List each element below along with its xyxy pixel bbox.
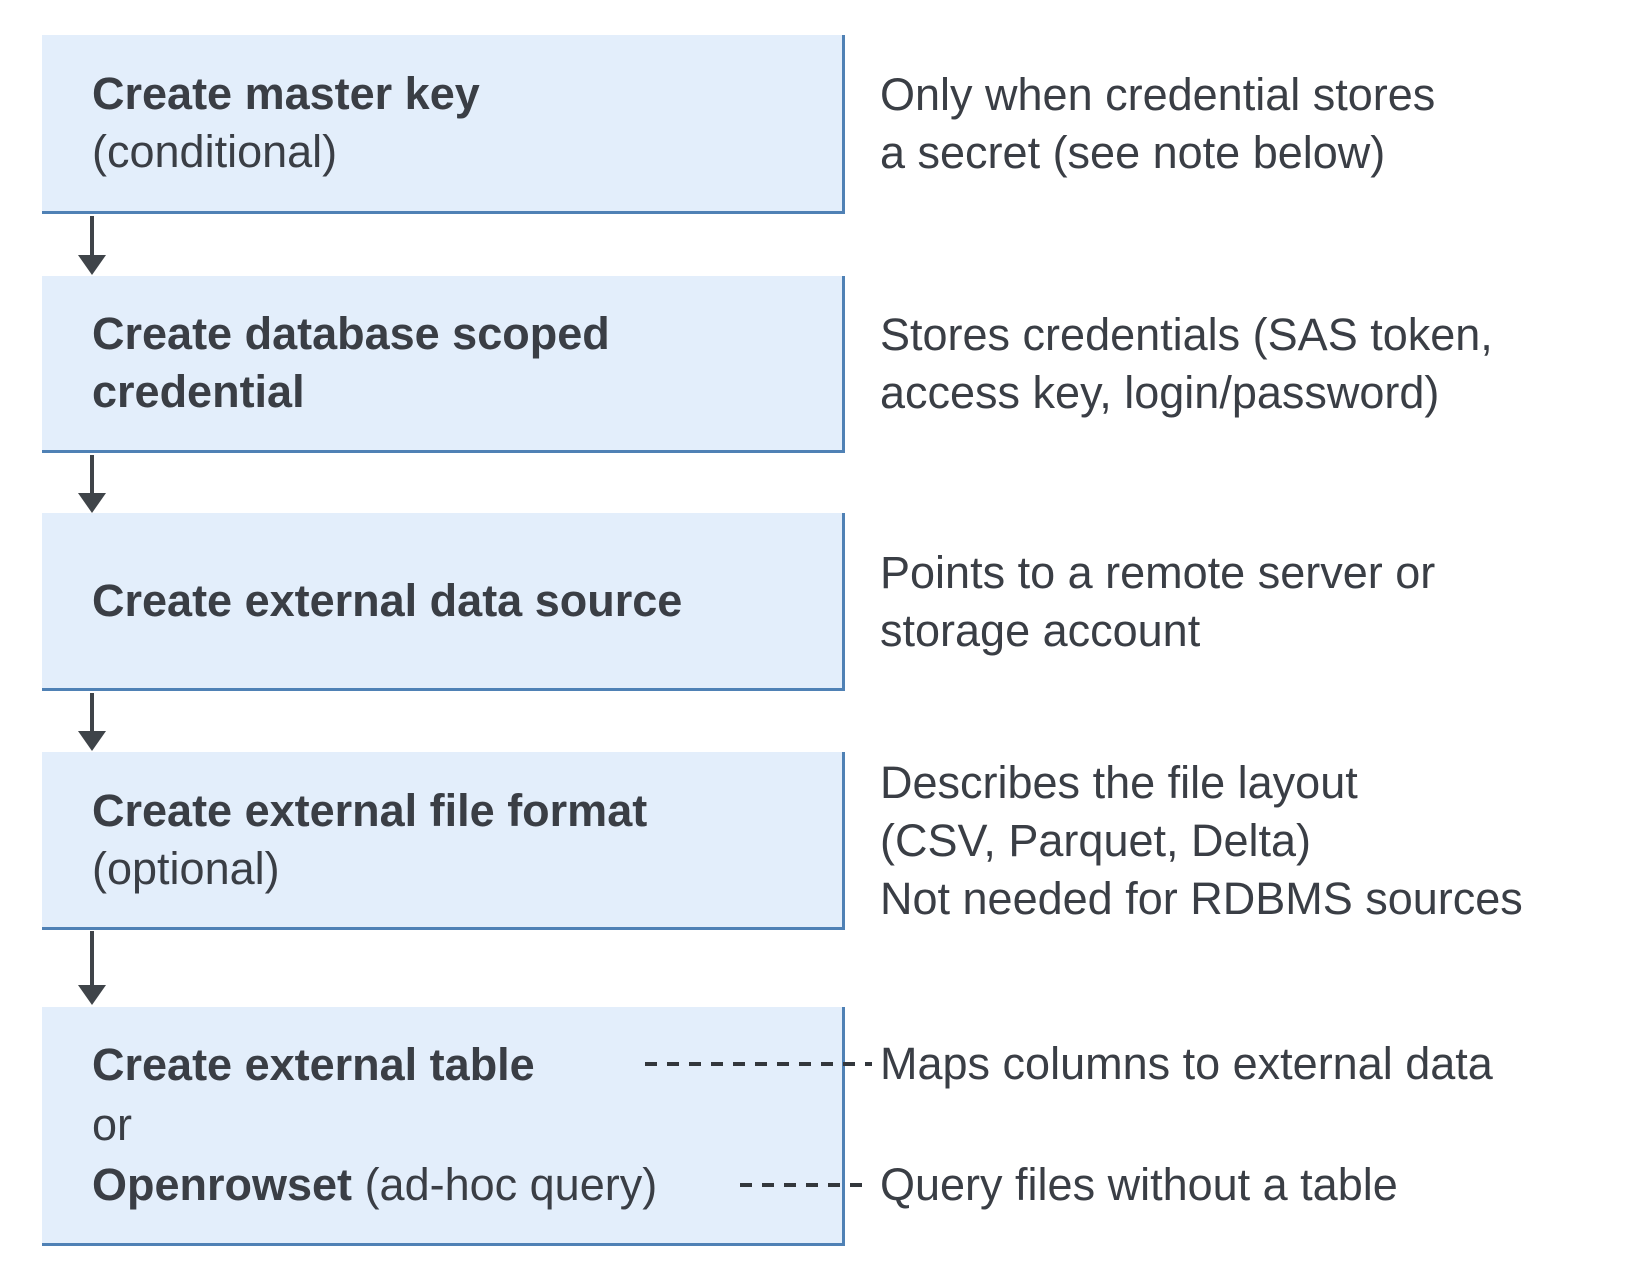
arrow-shaft xyxy=(90,455,94,495)
step-title: Create master key xyxy=(92,68,480,119)
step-openrowset-suffix: (ad-hoc query) xyxy=(364,1159,658,1210)
flow-box-external-data-source: Create external data source xyxy=(42,513,845,691)
note-master-key: Only when credential stores a secret (se… xyxy=(880,69,1436,178)
step-title: Create external file format xyxy=(92,784,648,836)
arrow-shaft xyxy=(90,693,94,733)
arrow-shaft xyxy=(90,931,94,987)
note-external-table: Maps columns to external data xyxy=(880,1038,1493,1089)
note-database-scoped-credential: Stores credentials (SAS token, access ke… xyxy=(880,309,1493,418)
note-external-data-source: Points to a remote server or storage acc… xyxy=(880,547,1436,656)
dashed-connector-openrowset xyxy=(740,1183,870,1187)
down-arrow-icon xyxy=(78,931,106,1005)
arrow-head xyxy=(78,985,106,1005)
down-arrow-icon xyxy=(78,216,106,275)
flow-box-external-file-format: Create external file format (optional) xyxy=(42,752,845,930)
down-arrow-icon xyxy=(78,693,106,751)
note-openrowset: Query files without a table xyxy=(880,1159,1398,1210)
step-subtitle: (conditional) xyxy=(92,126,338,177)
arrow-head xyxy=(78,493,106,513)
flow-box-external-table-or-openrowset: Create external table or Openrowset (ad-… xyxy=(42,1007,845,1246)
step-subtitle: (optional) xyxy=(92,842,280,894)
step-title-external-table: Create external table xyxy=(92,1039,535,1090)
step-title-openrowset: Openrowset xyxy=(92,1159,353,1210)
flow-box-database-scoped-credential: Create database scoped credential xyxy=(42,276,845,453)
down-arrow-icon xyxy=(78,455,106,513)
dashed-connector-external-table xyxy=(645,1062,872,1066)
arrow-head xyxy=(78,731,106,751)
step-or-label: or xyxy=(92,1099,133,1150)
arrow-shaft xyxy=(90,216,94,257)
flow-box-create-master-key: Create master key (conditional) xyxy=(42,35,845,214)
step-title: Create external data source xyxy=(92,574,683,626)
arrow-head xyxy=(78,255,106,275)
step-title: Create database scoped credential xyxy=(92,308,610,417)
note-external-file-format: Describes the file layout (CSV, Parquet,… xyxy=(880,757,1523,924)
